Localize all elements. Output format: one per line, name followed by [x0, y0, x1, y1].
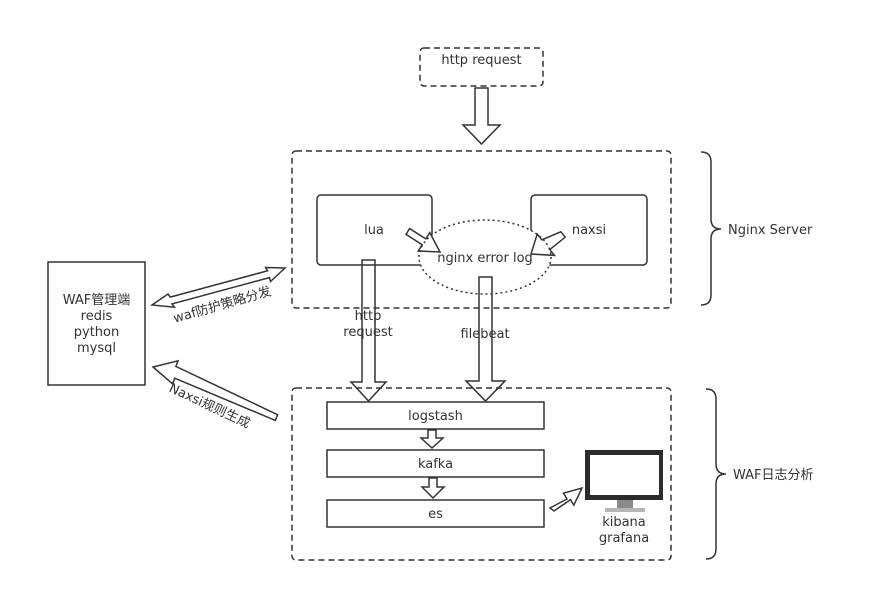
- logstash-label: logstash: [408, 409, 463, 424]
- monitor-icon: [585, 450, 663, 512]
- arrow-kafka-to-es: [420, 477, 446, 500]
- naxsi-box: [530, 194, 648, 266]
- http-request-label: http request: [441, 53, 521, 68]
- kafka-label: kafka: [418, 457, 453, 472]
- waf-log-brace: [705, 388, 727, 560]
- naxsi-rules-label: Naxsi规则生成: [166, 381, 252, 432]
- grafana-label: grafana: [599, 531, 649, 546]
- logstash-box: [326, 401, 545, 430]
- http-request-edge-label-2: request: [343, 325, 392, 340]
- arrow-waf-policy: [149, 266, 287, 309]
- waf-admin-line-3: python: [74, 325, 119, 340]
- arrow-lua-to-logstash: [349, 259, 388, 403]
- nginx-server-container: [291, 150, 672, 309]
- naxsi-label: naxsi: [572, 223, 606, 238]
- nginx-server-brace: [700, 151, 722, 306]
- arrow-es-to-kibana: [548, 486, 584, 512]
- nginx-error-log-ellipse: [418, 219, 552, 295]
- http-request-edge-label-1: http: [355, 309, 382, 324]
- waf-admin-box: [47, 261, 146, 386]
- arrow-errorlog-to-logstash: [464, 276, 507, 403]
- kafka-box: [326, 449, 545, 478]
- es-label: es: [428, 507, 443, 522]
- arrow-lua-to-errorlog: [404, 227, 442, 253]
- arrow-request-down: [461, 87, 502, 146]
- kibana-label: kibana: [602, 515, 646, 530]
- waf-log-container: [291, 387, 672, 561]
- nginx-server-label: Nginx Server: [728, 223, 813, 238]
- arrow-naxsi-to-errorlog: [530, 230, 567, 257]
- http-request-box: [419, 47, 544, 87]
- waf-admin-line-4: mysql: [77, 341, 116, 356]
- waf-admin-line-1: WAF管理端: [63, 293, 131, 308]
- lua-label: lua: [364, 223, 384, 238]
- arrow-logstash-to-kafka: [419, 429, 445, 450]
- waf-log-analysis-label: WAF日志分析: [733, 468, 814, 483]
- filebeat-label: filebeat: [460, 327, 509, 342]
- nginx-error-log-label: nginx error log: [437, 251, 533, 266]
- waf-admin-line-2: redis: [81, 309, 113, 324]
- es-box: [326, 499, 545, 528]
- arrow-naxsi-rules: [151, 359, 279, 422]
